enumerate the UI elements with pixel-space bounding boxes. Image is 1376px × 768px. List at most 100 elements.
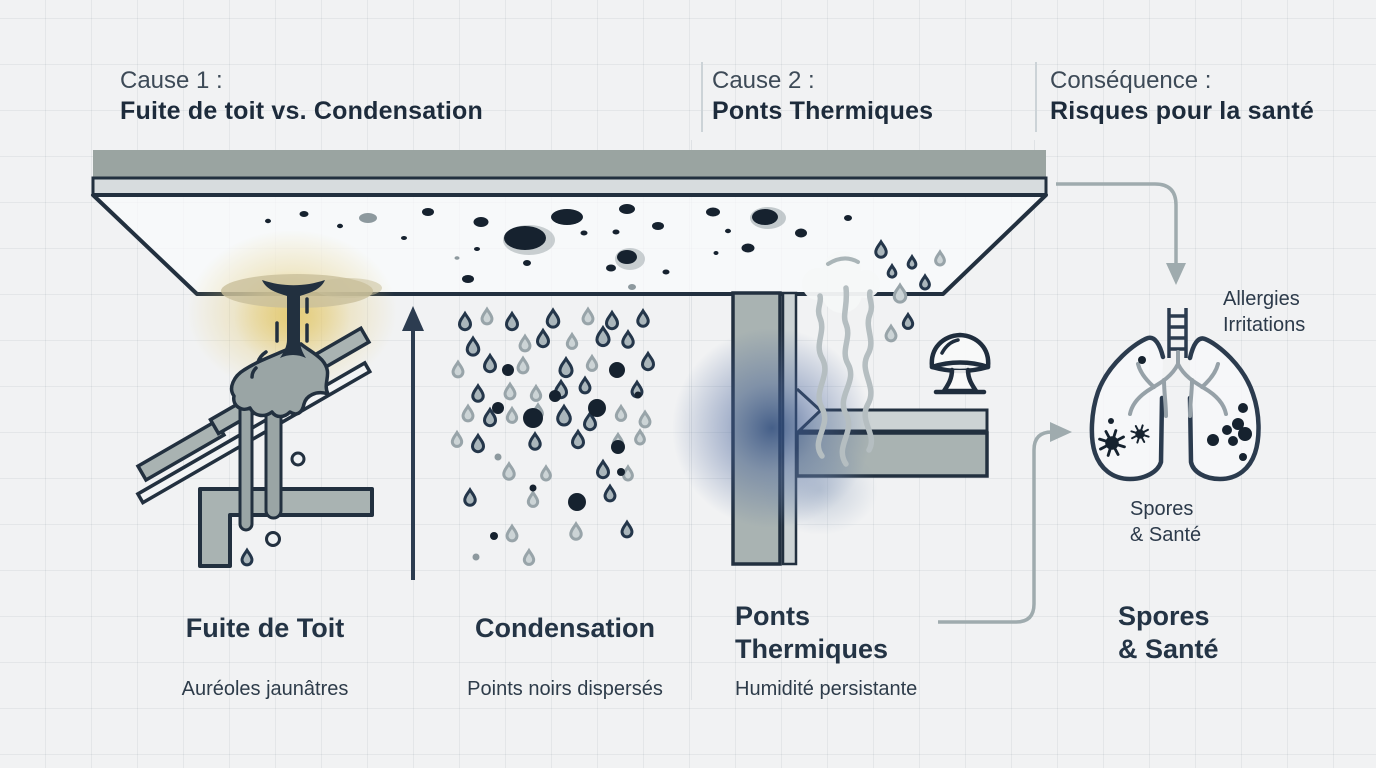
annotation-spores-sante: Spores & Santé	[1130, 498, 1202, 546]
droplet-icon	[540, 464, 552, 482]
droplet-icon	[528, 430, 542, 451]
droplet-icon	[505, 523, 519, 543]
droplet-icon	[892, 282, 908, 304]
droplet-icon	[585, 353, 599, 372]
mold-dot	[523, 408, 543, 428]
droplet-icon	[529, 383, 543, 402]
droplet-icon	[634, 428, 646, 446]
droplet-icon	[582, 410, 598, 432]
arrow-connector-bottom	[938, 422, 1072, 624]
condensation-mold-dots	[472, 362, 642, 561]
spore-dot	[1238, 403, 1248, 413]
mold-dot	[588, 399, 606, 417]
droplet-icon	[470, 432, 486, 454]
mold-dot	[265, 218, 271, 224]
mold-dot	[549, 390, 561, 402]
header-cause-1-eyebrow: Cause 1 :	[120, 67, 223, 94]
mold-dot	[474, 247, 480, 251]
droplet-icon	[461, 403, 475, 423]
mold-dot	[359, 213, 377, 223]
mold-dot	[741, 243, 755, 253]
mold-dot	[502, 364, 514, 376]
trachea	[1167, 308, 1188, 358]
droplet-icon	[480, 306, 494, 326]
label-ponts-sub: Humidité persistante	[735, 678, 918, 700]
droplet-icon	[934, 249, 946, 267]
droplet-icon	[558, 355, 574, 379]
goo-drip-1	[238, 398, 254, 532]
mold-dot	[617, 250, 637, 264]
mold-dot	[490, 532, 498, 540]
mold-dot	[523, 260, 531, 266]
droplet-icon	[886, 262, 898, 279]
label-spores-sante: Spores & Santé	[1118, 601, 1219, 664]
arrow-connector-top	[1056, 182, 1186, 285]
mold-dot	[551, 209, 583, 225]
droplet-icon	[504, 310, 520, 332]
spore-dot	[1239, 453, 1247, 461]
droplet-icon	[545, 307, 561, 329]
header-cause-2-eyebrow: Cause 2 :	[712, 67, 815, 94]
leak-marks	[250, 297, 309, 379]
droplet-icon	[450, 429, 464, 448]
steam-icon	[802, 251, 880, 467]
droplet-icon	[595, 458, 611, 480]
condensation-droplets	[450, 306, 656, 566]
mold-dot	[634, 391, 642, 399]
spore-dot	[1222, 425, 1232, 435]
droplet-icon	[570, 428, 586, 450]
droplet-icon	[640, 350, 656, 372]
roof-leak-illustration	[135, 230, 397, 568]
droplet-icon	[522, 547, 536, 566]
droplet-icon	[595, 324, 611, 348]
header-cause-2: Cause 2 : Ponts Thermiques	[712, 66, 933, 126]
section-divider-2	[1034, 140, 1035, 440]
mold-dot	[580, 230, 588, 236]
droplet-icon	[526, 489, 540, 508]
label-fuite-de-toit: Fuite de Toit	[120, 612, 410, 645]
spore-dot	[1138, 356, 1146, 364]
bridge-droplets	[874, 238, 946, 343]
spore-dot	[1232, 418, 1244, 430]
mold-dot	[611, 440, 625, 454]
bronchi	[1128, 350, 1228, 418]
droplet-icon	[518, 333, 532, 353]
annotation-allergies: Allergies Irritations	[1223, 288, 1306, 336]
mold-dot	[299, 211, 309, 217]
droplet-icon	[620, 519, 634, 539]
lungs-icon	[1089, 308, 1261, 482]
spore-star-icon	[1098, 429, 1126, 457]
droplet-icon	[482, 406, 498, 428]
mold-dot	[662, 269, 670, 275]
droplet-icon	[503, 381, 517, 401]
leak-funnel	[262, 280, 325, 358]
droplet-icon	[638, 409, 652, 429]
mold-stains	[265, 204, 852, 290]
header-divider-2	[1035, 62, 1037, 132]
droplet-icon	[578, 375, 592, 395]
mold-dot	[462, 275, 474, 283]
droplet-icon	[919, 273, 931, 291]
spore-dot	[1228, 436, 1238, 446]
droplet-icon	[621, 328, 635, 349]
mold-dot	[609, 362, 625, 378]
mold-dot	[473, 217, 489, 227]
spore-dot	[1238, 427, 1252, 441]
label-fuite-title: Fuite de Toit	[185, 613, 345, 643]
header-divider-1	[701, 62, 703, 132]
cold-spot-halo	[762, 445, 878, 535]
header-consequence-title: Risques pour la santé	[1050, 97, 1314, 125]
left-lung	[1089, 335, 1166, 482]
mold-dot	[612, 229, 620, 235]
droplet-icon	[556, 403, 572, 427]
droplet-icon	[636, 307, 650, 328]
mold-dot	[568, 493, 586, 511]
mold-dot	[628, 284, 636, 290]
droplet-icon	[290, 451, 306, 467]
droplet-icon	[604, 309, 620, 331]
mold-dot	[844, 215, 852, 221]
droplet-icon	[265, 531, 281, 547]
mold-dot	[472, 553, 480, 561]
roof-light-band	[91, 176, 1048, 197]
